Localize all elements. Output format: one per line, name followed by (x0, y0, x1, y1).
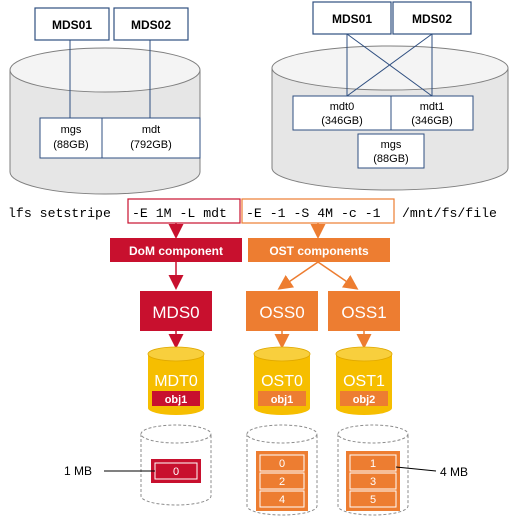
target-mdt0: MDT0 obj1 (147, 346, 205, 415)
stripe-index: 3 (370, 476, 376, 488)
obj-tag (152, 391, 200, 406)
stripe-index: 2 (279, 476, 285, 488)
object-detail-ost1: 1 3 5 (337, 424, 409, 516)
server-oss1 (328, 291, 400, 331)
ost-component-label: OST components (269, 244, 369, 258)
size-label-right: 4 MB (440, 465, 468, 479)
command-dom-part: -E 1M -L mdt (132, 206, 227, 221)
target-label: OST1 (343, 373, 385, 390)
object-detail-mdt: 0 (140, 424, 212, 506)
stripe-chunk (349, 454, 397, 472)
server-label: MDS01 (332, 12, 372, 26)
target-size: (346GB) (411, 115, 453, 127)
size-label-left: 1 MB (64, 464, 92, 478)
stripe-index: 4 (279, 494, 285, 506)
obj-label: obj1 (165, 394, 188, 406)
target-box (39, 117, 103, 159)
stripe-chunk (349, 472, 397, 490)
command-path: /mnt/fs/file (402, 206, 497, 221)
stripe-chunk (349, 490, 397, 508)
server-mds0 (140, 291, 212, 331)
command-ost-part: -E -1 -S 4M -c -1 (246, 206, 381, 221)
cylinder-top (253, 346, 311, 362)
dashed-cylinder-top (246, 424, 318, 444)
server-oss0 (246, 291, 318, 331)
target-name: mgs (381, 139, 402, 151)
arrow (317, 261, 359, 290)
top-right-storage: MDS01 MDS02 mdt0 (346GB) mdt1 (346GB) mg… (271, 1, 509, 191)
arrow (277, 261, 319, 290)
server-label: MDS01 (52, 18, 92, 32)
target-name: mdt1 (420, 101, 444, 113)
server-label: MDS02 (412, 12, 452, 26)
target-label: MDT0 (154, 373, 198, 390)
dom-component-label: DoM component (129, 244, 223, 258)
obj-label: obj1 (271, 394, 294, 406)
dashed-cylinder-top (140, 424, 212, 444)
disk-top (9, 47, 201, 93)
server-box (34, 7, 110, 41)
top-left-storage: MDS01 MDS02 mgs (88GB) mdt (792GB) (9, 7, 201, 195)
stripe-chunk (259, 454, 305, 472)
stripe-chunk (259, 490, 305, 508)
stripe-index: 0 (173, 466, 179, 478)
target-box (101, 117, 201, 159)
target-size: (88GB) (373, 153, 408, 165)
stripe-index: 0 (279, 458, 285, 470)
ost-component-banner (248, 238, 390, 262)
target-box (357, 133, 425, 169)
callout-line (395, 466, 437, 472)
command-line: lfs setstripe -E 1M -L mdt -E -1 -S 4M -… (8, 198, 497, 224)
server-label: MDS02 (131, 18, 171, 32)
server-oss0-label: OSS0 (259, 303, 304, 322)
dashed-cylinder-top (337, 424, 409, 444)
target-box (390, 95, 474, 131)
connector (346, 33, 433, 97)
server-box (392, 1, 472, 35)
target-size: (792GB) (130, 139, 172, 151)
stripe-index: 5 (370, 494, 376, 506)
server-box (312, 1, 392, 35)
target-name: mdt (142, 124, 160, 136)
server-box (113, 7, 189, 41)
server-mds0-label: MDS0 (152, 303, 199, 322)
obj-label: obj2 (353, 394, 376, 406)
dom-part-highlight (127, 198, 241, 224)
cylinder-top (335, 346, 393, 362)
command-prefix: lfs setstripe (8, 206, 111, 221)
cylinder-top (147, 346, 205, 362)
obj-tag (340, 391, 388, 406)
target-size: (88GB) (53, 139, 88, 151)
stripe-index: 1 (370, 458, 376, 470)
dom-component-banner (110, 238, 242, 262)
obj-tag (258, 391, 306, 406)
server-oss1-label: OSS1 (341, 303, 386, 322)
target-ost1: OST1 obj2 (335, 346, 393, 415)
target-ost0: OST0 obj1 (253, 346, 311, 415)
disk-top (271, 45, 509, 91)
target-size: (346GB) (321, 115, 363, 127)
target-name: mgs (61, 124, 82, 136)
target-label: OST0 (261, 373, 303, 390)
target-name: mdt0 (330, 101, 354, 113)
stripe-chunk (259, 472, 305, 490)
object-detail-ost0: 0 2 4 (246, 424, 318, 516)
